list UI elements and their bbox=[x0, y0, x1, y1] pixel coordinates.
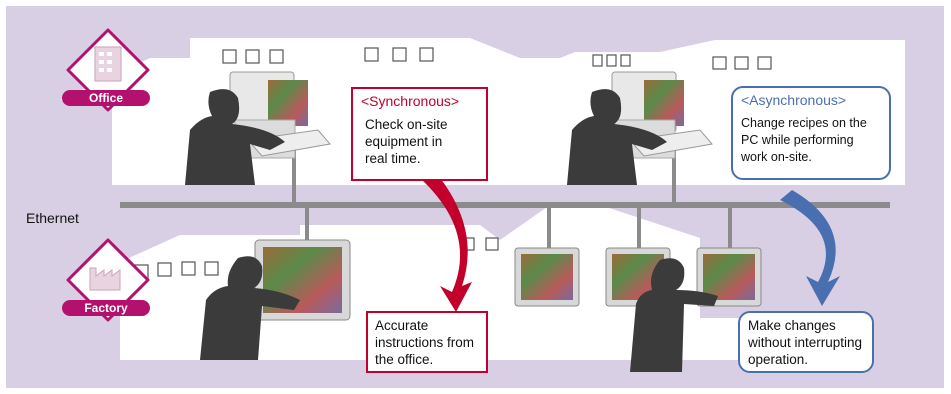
factory-hmi-3 bbox=[696, 247, 762, 307]
ethernet-bus bbox=[120, 202, 890, 208]
factory-worker-right bbox=[630, 258, 718, 372]
factory-worker-left bbox=[200, 256, 300, 360]
office-worker-left bbox=[185, 89, 285, 185]
factory-note-right-line: without interrupting bbox=[748, 335, 863, 350]
async-arrow bbox=[780, 190, 840, 306]
sync-callout-line: equipment in bbox=[365, 134, 443, 149]
ethernet-label: Ethernet bbox=[26, 210, 79, 226]
async-callout-line: PC while performing bbox=[741, 133, 854, 147]
factory-badge bbox=[62, 238, 150, 322]
office-windows bbox=[222, 47, 772, 70]
factory-note-left-line: Accurate bbox=[375, 318, 429, 333]
factory-note-left-line: the office. bbox=[375, 352, 434, 367]
async-callout: <Asynchronous> Change recipes on the PC … bbox=[731, 86, 891, 180]
factory-hmi-1 bbox=[514, 247, 580, 307]
sync-callout-line: Check on-site bbox=[365, 117, 448, 132]
factory-note-right-line: operation. bbox=[748, 352, 809, 367]
sync-arrow bbox=[420, 168, 472, 312]
office-badge bbox=[62, 28, 150, 112]
factory-hmi-large bbox=[254, 239, 351, 321]
async-callout-line: Change recipes on the bbox=[741, 116, 867, 130]
factory-note-left: Accurate instructions from the office. bbox=[366, 311, 488, 373]
office-worker-right bbox=[567, 89, 667, 185]
async-callout-line: work on-site. bbox=[741, 150, 812, 164]
ethernet-drops bbox=[292, 150, 732, 250]
async-callout-title: <Asynchronous> bbox=[741, 92, 847, 108]
factory-label: Factory bbox=[84, 301, 128, 315]
factory-note-right: Make changes without interrupting operat… bbox=[738, 311, 874, 373]
factory-note-right-line: Make changes bbox=[748, 318, 836, 333]
factory-note-left-line: instructions from bbox=[375, 335, 475, 350]
sync-callout-title: <Synchronous> bbox=[361, 93, 460, 109]
office-label: Office bbox=[88, 91, 123, 105]
sync-callout: <Synchronous> Check on-site equipment in… bbox=[351, 87, 488, 181]
sync-callout-line: real time. bbox=[365, 151, 421, 166]
